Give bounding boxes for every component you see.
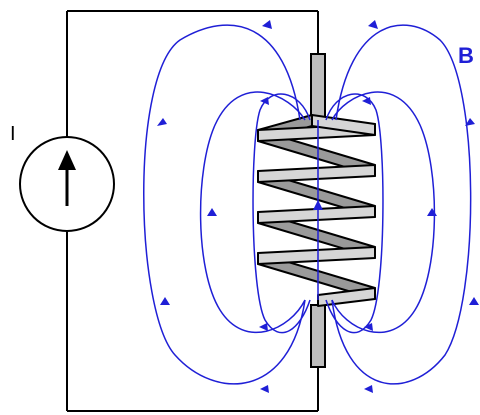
bottom-lead xyxy=(310,304,326,368)
field-line-outer-right xyxy=(331,24,472,385)
coil-front xyxy=(257,114,376,307)
field-lines xyxy=(143,24,472,385)
field-line-inner-right xyxy=(325,93,384,334)
field-line-inner-left xyxy=(252,93,311,334)
field-arrows xyxy=(157,20,479,393)
field-line-mid-left xyxy=(199,91,306,334)
current-label: I xyxy=(10,123,16,145)
current-source-icon xyxy=(19,136,115,232)
field-line-outer-left xyxy=(143,24,306,385)
field-label: B xyxy=(458,43,474,68)
circuit-wires xyxy=(66,10,318,412)
